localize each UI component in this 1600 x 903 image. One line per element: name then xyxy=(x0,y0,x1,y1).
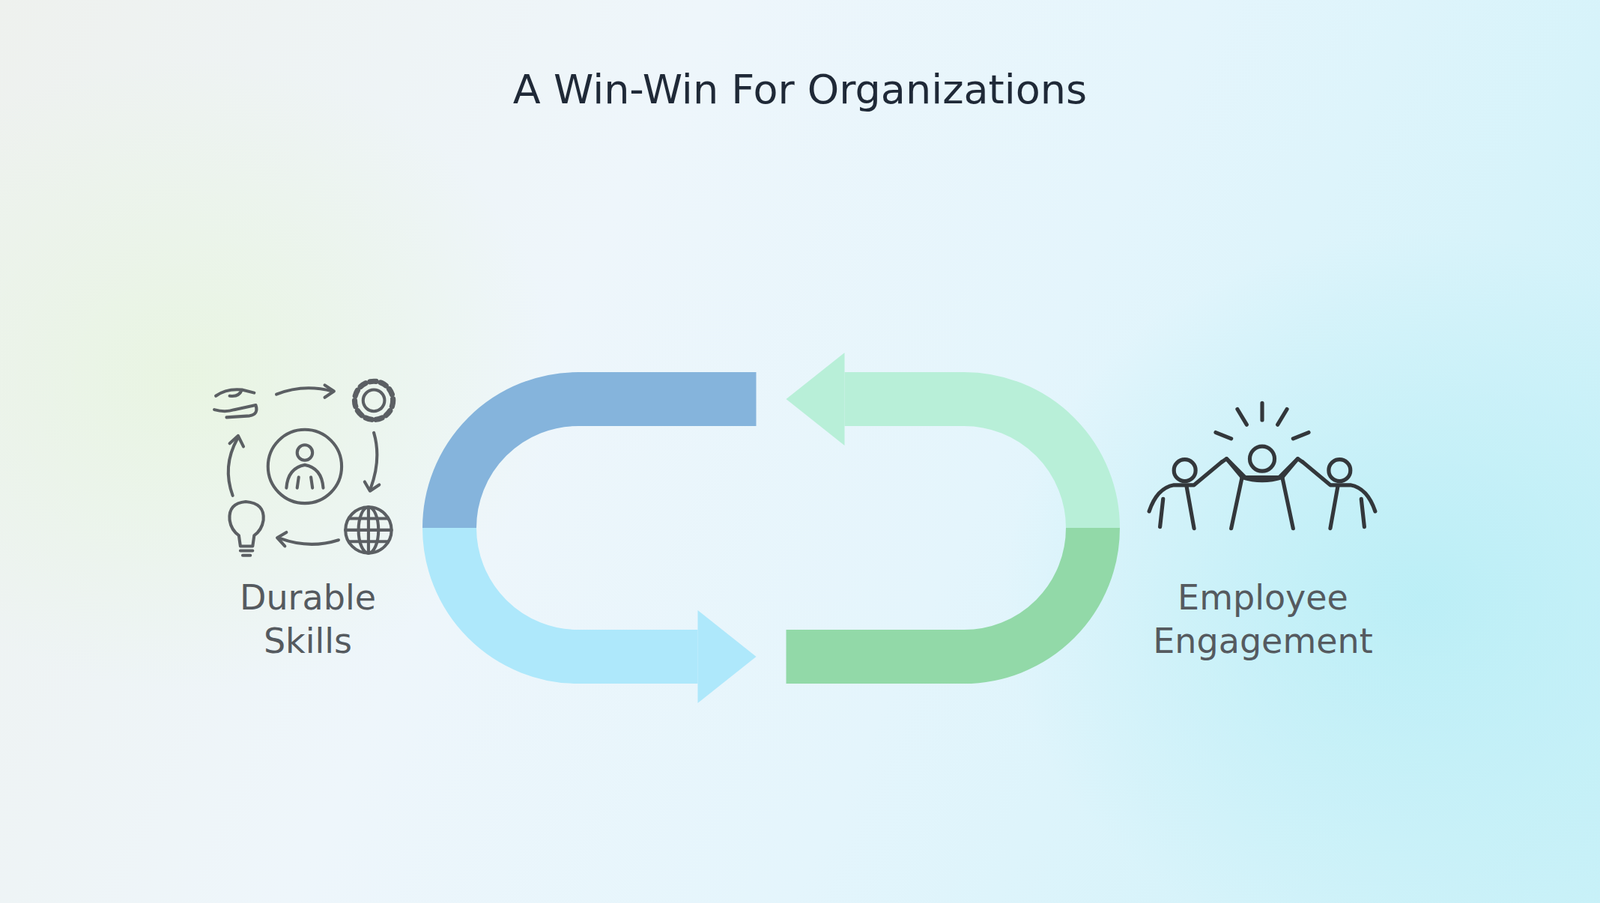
node-label: Durable Skills xyxy=(239,576,377,663)
node-label: Employee Engagement xyxy=(1152,576,1373,663)
cycle-arrow xyxy=(449,399,757,704)
arrow-head xyxy=(786,352,845,446)
engagement-icon xyxy=(1146,395,1379,538)
arrow-band xyxy=(449,528,699,657)
skills-icon xyxy=(211,373,403,565)
icon-label-node: Employee Engagement xyxy=(1145,576,1381,663)
arrow-head xyxy=(698,610,757,704)
arrow-band xyxy=(786,528,1094,657)
arrow-band xyxy=(844,399,1094,529)
icon-label-node: Durable Skills xyxy=(232,576,384,663)
title: A Win-Win For Organizations xyxy=(0,65,1600,114)
arrow-band xyxy=(449,399,757,529)
cycle-arrow xyxy=(786,352,1094,657)
